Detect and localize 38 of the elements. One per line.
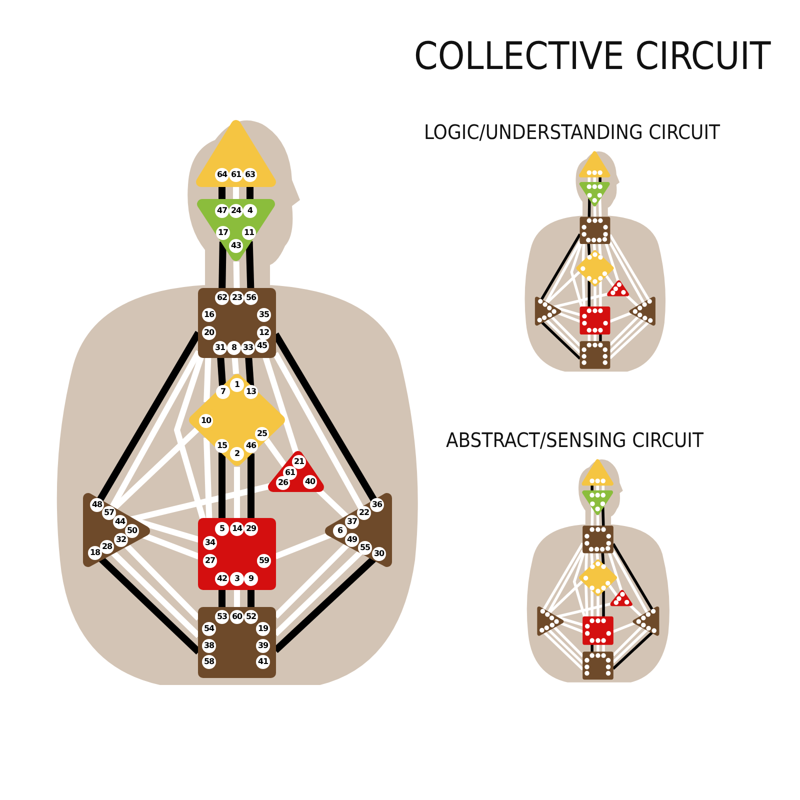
channel-line <box>233 184 239 202</box>
circuit-heading: LOGIC/UNDERSTANDING CIRCUIT <box>424 120 720 144</box>
channel-line <box>273 542 350 619</box>
square-center <box>199 289 275 357</box>
channel-line <box>246 241 254 290</box>
channel-line <box>174 356 206 520</box>
square-center <box>199 608 275 677</box>
channel-line <box>218 242 226 290</box>
channel-line <box>272 352 365 511</box>
triangle-center <box>85 493 150 567</box>
channel-line <box>204 438 212 520</box>
triangle-center <box>196 120 276 185</box>
channel-line <box>234 466 240 519</box>
channel-line <box>130 483 271 522</box>
triangle-center <box>325 493 390 567</box>
square-center <box>199 519 275 589</box>
channel-line <box>316 487 350 520</box>
diamond-center <box>189 374 285 466</box>
channel-line <box>262 356 300 454</box>
channel-line <box>248 454 254 519</box>
channel-line <box>234 589 240 608</box>
channel-line <box>274 532 332 560</box>
channel-line <box>218 589 226 608</box>
channel-line <box>263 438 288 468</box>
triangle-center <box>268 451 324 490</box>
channel-line <box>233 261 240 290</box>
channel-line <box>246 184 254 202</box>
channel-line <box>245 356 254 386</box>
channel-line <box>232 356 240 374</box>
title: COLLECTIVE CIRCUIT <box>414 34 771 78</box>
channel-line <box>218 184 226 202</box>
channel-line <box>218 452 226 519</box>
channel-line <box>204 356 212 402</box>
triangle-center <box>197 201 275 261</box>
channel-line <box>248 589 254 608</box>
channel-line <box>142 532 200 560</box>
channel-line <box>217 356 226 388</box>
circuit-heading: ABSTRACT/SENSING CIRCUIT <box>446 428 704 452</box>
